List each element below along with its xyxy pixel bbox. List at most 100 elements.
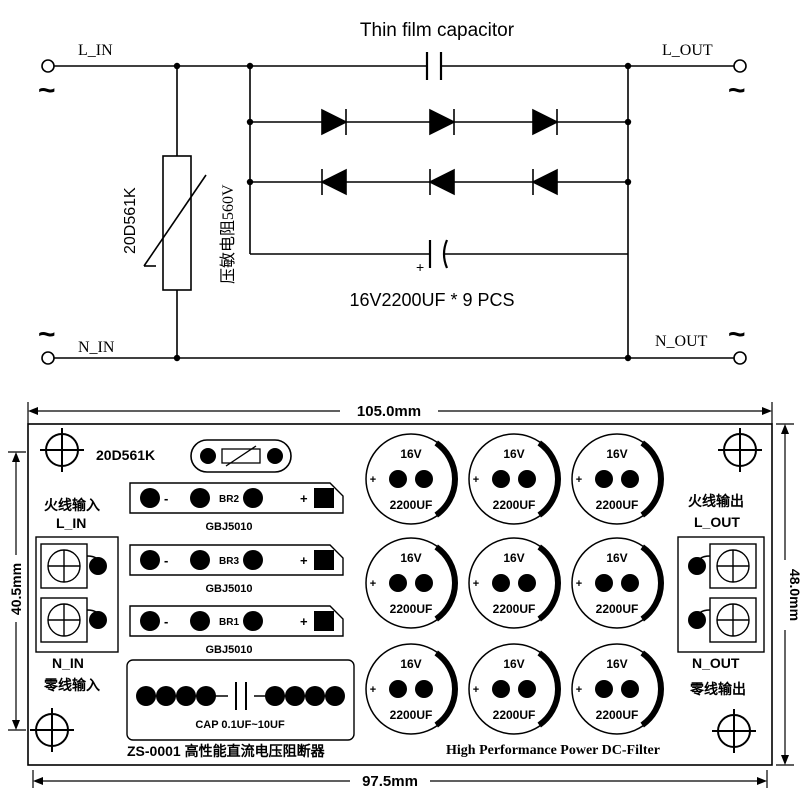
cap-plus-sign: + [473,684,479,696]
cap-plus-sign: + [370,578,376,590]
dim-right: 48.0mm [787,569,800,621]
bridge-ref: BR3 [219,556,239,567]
cap-voltage-label: 16V [503,657,524,671]
cap-value-label: 2200UF [493,498,536,512]
bridge-minus: - [164,491,168,506]
left-terminal-labels: 火线输入 L_IN N_IN 零线输入 [43,497,100,693]
right-live: L_OUT [694,514,740,530]
cap-voltage-label: 16V [606,551,627,565]
bridge-plus: + [300,614,308,629]
electrolytic-capacitor: 16V 2200UF + [468,433,561,525]
varistor-desc-label: 压敏电阻560V [219,184,237,284]
bridge-part: GBJ5010 [205,521,252,533]
terminal-n-out [733,351,747,365]
film-capacitor-symbol [425,52,443,80]
dimension-labels: 105.0mm 97.5mm 40.5mm 48.0mm [8,403,800,790]
terminal-l-out [733,59,747,73]
right-neutral-cn: 零线输出 [689,681,746,697]
diode-symbol [321,108,348,136]
capacitor-grid: 16V 2200UF +16V 2200UF +16V 2200UF +16V 2200UF +… [365,433,664,735]
varistor-part-label: 20D561K [122,187,139,254]
electrolytic-capacitor: 16V 2200UF + [365,537,458,629]
terminal-l-in [41,59,55,73]
cap-plus-sign: + [473,578,479,590]
film-capacitor-block: CAP 0.1UF~10UF [126,659,355,741]
cap-bank-label: 16V2200UF * 9 PCS [349,290,514,310]
cap-plus-sign: + [370,684,376,696]
cap-value-label: 2200UF [390,498,433,512]
cap-plus-sign: + [370,474,376,486]
left-live: L_IN [56,515,86,531]
cap-voltage-label: 16V [606,447,627,461]
cap-voltage-label: 16V [503,551,524,565]
cap-value-label: 2200UF [493,602,536,616]
left-live-cn: 火线输入 [44,497,100,513]
cap-voltage-label: 16V [606,657,627,671]
pcb-varistor-label: 20D561K [96,447,155,463]
mounting-hole [40,428,84,472]
mounting-holes [30,428,762,753]
bridge-rectifier-2: - BR3 + GBJ5010 [129,544,344,595]
left-terminal-block [35,536,119,653]
cap-value-label: 2200UF [596,602,639,616]
bridge-rectifier-1: - BR2 + GBJ5010 [129,482,344,533]
label-l-in: L_IN [78,42,113,59]
cap-voltage-label: 16V [503,447,524,461]
right-terminal-labels: 火线输出 L_OUT N_OUT 零线输出 [688,493,746,697]
electrolytic-capacitor: 16V 2200UF + [365,433,458,525]
bridge-minus: - [164,553,168,568]
left-neutral: N_IN [52,655,84,671]
diode-row-2 [320,168,558,196]
cap-value-label: 2200UF [596,708,639,722]
cap-plus-sign: + [473,474,479,486]
electrolytic-capacitor: 16V 2200UF + [571,537,664,629]
diode-symbol [320,168,347,196]
cap-voltage-label: 16V [400,447,421,461]
mounting-hole [712,709,756,753]
board-title-en: High Performance Power DC-Filter [446,743,660,758]
dim-bottom: 97.5mm [362,773,418,790]
cap-plus-sign: + [576,474,582,486]
terminal-n-in [41,351,55,365]
cap-voltage-label: 16V [400,551,421,565]
cap-plus-sign: + [576,578,582,590]
label-n-out: N_OUT [655,333,708,350]
diode-symbol [532,108,559,136]
cap-block-label: CAP 0.1UF~10UF [195,719,285,731]
electrolytic-capacitor: 16V 2200UF + [571,643,664,735]
tilde-n-in: ~ [38,318,56,351]
diode-row-1 [321,108,559,136]
cap-value-label: 2200UF [596,498,639,512]
cap-value-label: 2200UF [493,708,536,722]
bridge-plus: + [300,491,308,506]
cap-plus-sign: + [416,259,424,275]
cap-value-label: 2200UF [390,602,433,616]
electrolytic-capacitor: 16V 2200UF + [468,643,561,735]
electrolytic-capacitor-symbol [428,239,449,269]
model-title-cn: ZS-0001 高性能直流电压阻断器 [127,743,326,759]
bridge-minus: - [164,614,168,629]
junction-dots [173,62,632,362]
dimension-lines [8,402,794,788]
tilde-l-in: ~ [38,74,56,107]
schematic-labels: Thin film capacitor L_IN N_IN L_OUT N_OU… [38,20,746,356]
electrolytic-capacitor: 16V 2200UF + [365,643,458,735]
schematic [54,65,734,359]
cap-value-label: 2200UF [390,708,433,722]
schematic-terminals [41,59,747,365]
mounting-hole [718,428,762,472]
diode-symbol [531,168,558,196]
bridge-part: GBJ5010 [205,644,252,656]
tilde-l-out: ~ [728,74,746,107]
tilde-n-out: ~ [728,318,746,351]
cap-plus-sign: + [576,684,582,696]
bridge-ref: BR1 [219,617,239,628]
cap-voltage-label: 16V [400,657,421,671]
dim-width: 105.0mm [357,403,421,420]
right-terminal-block [677,536,765,653]
dim-left: 40.5mm [8,563,24,615]
varistor-footprint: 20D561K [96,439,292,473]
electrolytic-capacitor: 16V 2200UF + [468,537,561,629]
right-live-cn: 火线输出 [688,493,744,509]
